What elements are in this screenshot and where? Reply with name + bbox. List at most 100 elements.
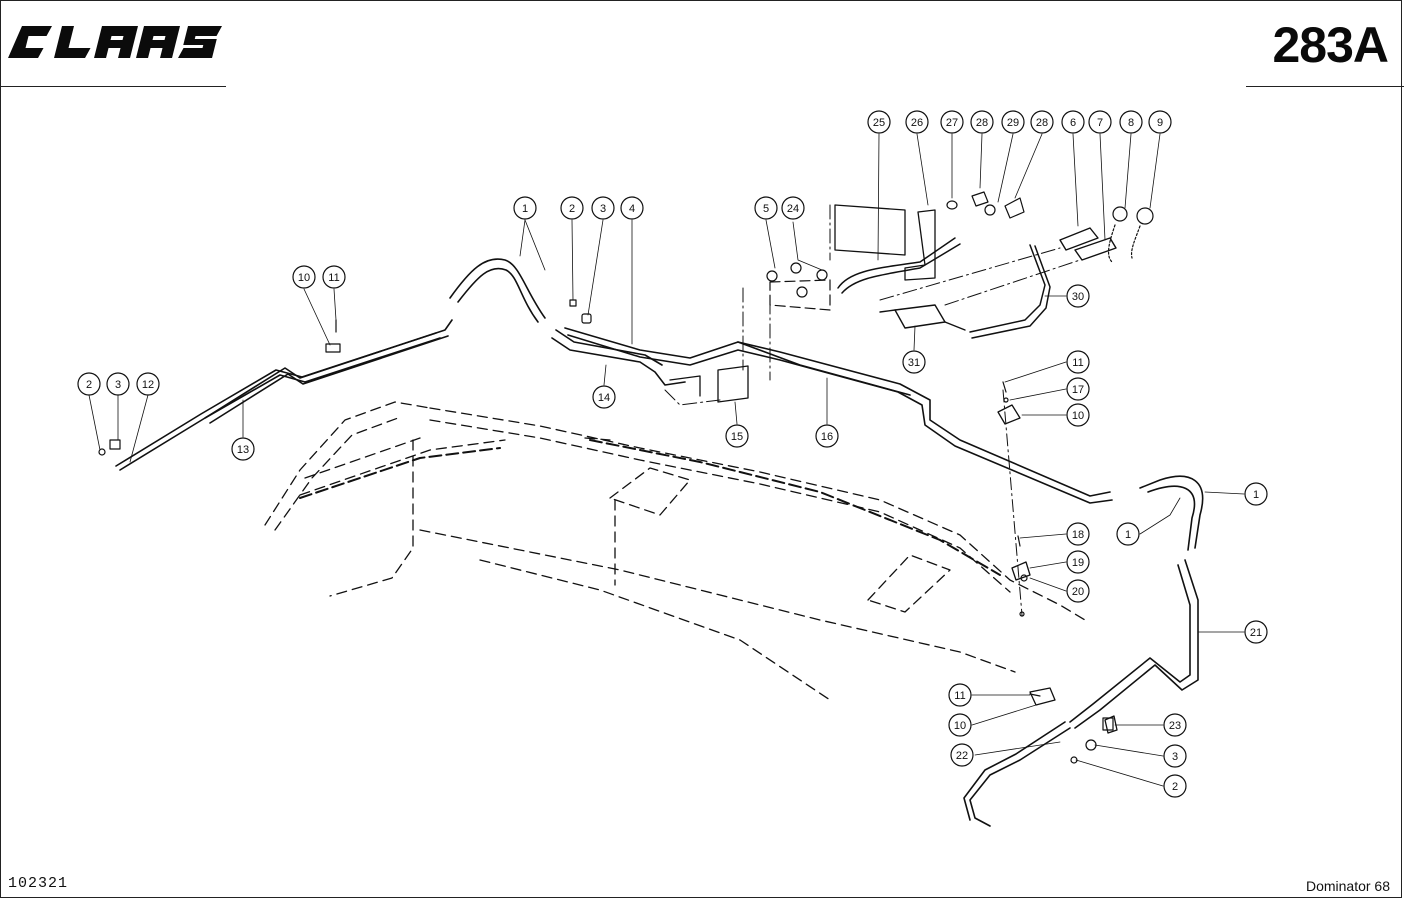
callout-number: 28: [1036, 117, 1048, 129]
part-callout-5: 5: [754, 196, 778, 220]
part-callout-2: 2: [1163, 774, 1187, 798]
callout-circle: [1244, 482, 1268, 506]
callout-number: 2: [569, 203, 575, 215]
callout-circle: [948, 683, 972, 707]
callout-circle: [77, 372, 101, 396]
frame-tube-dashes: [299, 439, 1001, 576]
callout-number: 5: [763, 203, 769, 215]
callout-circle: [592, 385, 616, 409]
callout-number: 6: [1070, 117, 1076, 129]
part-callout-27: 27: [940, 110, 964, 134]
callout-circle: [940, 110, 964, 134]
callout-number: 4: [629, 203, 635, 215]
callout-number: 3: [115, 379, 121, 391]
machine-model: Dominator 68: [1305, 878, 1390, 894]
part-callout-25: 25: [867, 110, 891, 134]
part-callout-10: 10: [948, 713, 972, 737]
callout-number: 7: [1097, 117, 1103, 129]
callout-circle: [1061, 110, 1085, 134]
part-callout-3: 3: [1163, 744, 1187, 768]
callout-circle: [1066, 377, 1090, 401]
callout-number: 16: [821, 431, 833, 443]
callout-circle: [1030, 110, 1054, 134]
part-callout-17: 17: [1066, 377, 1090, 401]
callout-number: 2: [86, 379, 92, 391]
callout-number: 12: [142, 379, 154, 391]
callout-number: 22: [956, 750, 968, 762]
claas-logo: [8, 18, 234, 66]
fastener-axis: [1002, 389, 1023, 616]
part-callout-6: 6: [1061, 110, 1085, 134]
hydraulic-line-30: [969, 244, 1051, 339]
part-callout-28: 28: [970, 110, 994, 134]
callout-number: 19: [1072, 557, 1084, 569]
callout-circle: [1066, 350, 1090, 374]
part-callout-7: 7: [1088, 110, 1112, 134]
callout-circle: [1116, 522, 1140, 546]
callout-number: 20: [1072, 586, 1084, 598]
callout-number: 3: [1172, 751, 1178, 763]
callout-number: 14: [598, 392, 610, 404]
part-callout-3: 3: [106, 372, 130, 396]
callout-circle: [1066, 403, 1090, 427]
callout-number: 11: [328, 272, 339, 284]
callout-circle: [970, 110, 994, 134]
bracket-15: [669, 365, 749, 403]
callout-circle: [1001, 110, 1025, 134]
fittings-27-28-29: [946, 191, 1025, 219]
callout-circle: [560, 196, 584, 220]
callout-number: 27: [946, 117, 958, 129]
callout-number: 23: [1169, 720, 1181, 732]
callout-number: 10: [1072, 410, 1084, 422]
hose-1-right: [1139, 475, 1204, 551]
callout-circle: [1163, 774, 1187, 798]
callout-circle: [322, 265, 346, 289]
callout-number: 8: [1128, 117, 1134, 129]
part-callout-15: 15: [725, 424, 749, 448]
callout-number: 21: [1250, 627, 1262, 639]
valve-31: [879, 304, 966, 331]
part-callout-24: 24: [781, 196, 805, 220]
callout-number: 11: [1072, 357, 1083, 369]
part-callout-31: 31: [902, 350, 926, 374]
part-callout-10: 10: [1066, 403, 1090, 427]
part-callout-19: 19: [1066, 550, 1090, 574]
part-callout-1: 1: [513, 196, 537, 220]
bracket-15-dashdot: [664, 287, 771, 406]
callout-circle: [867, 110, 891, 134]
callout-number: 29: [1007, 117, 1019, 129]
callout-circle: [1163, 744, 1187, 768]
hydraulic-line-13: [204, 319, 453, 424]
part-callout-18: 18: [1066, 522, 1090, 546]
callout-number: 15: [731, 431, 743, 443]
part-callout-16: 16: [815, 424, 839, 448]
callout-number: 10: [298, 272, 310, 284]
callout-circle: [754, 196, 778, 220]
callout-circle: [1163, 713, 1187, 737]
hydraulic-line-25: [837, 237, 961, 294]
callout-number: 10: [954, 720, 966, 732]
callout-circle: [292, 265, 316, 289]
callout-number: 1: [522, 203, 528, 215]
callout-circle: [905, 110, 929, 134]
callout-circle: [1066, 284, 1090, 308]
callout-circle: [513, 196, 537, 220]
dust-caps-8-9: [1107, 206, 1154, 263]
callout-circle: [1088, 110, 1112, 134]
hydraulic-line-21: [1069, 559, 1199, 729]
callout-circle: [950, 743, 974, 767]
part-callout-23: 23: [1163, 713, 1187, 737]
callout-circle: [136, 372, 160, 396]
callout-circle: [1148, 110, 1172, 134]
small-hardware: [98, 299, 1114, 764]
part-callout-29: 29: [1001, 110, 1025, 134]
part-callout-10: 10: [292, 265, 316, 289]
callout-number: 2: [1172, 781, 1178, 793]
part-callout-8: 8: [1119, 110, 1143, 134]
callout-circle: [781, 196, 805, 220]
plate-dashdot: [829, 204, 1081, 306]
part-callout-22: 22: [950, 743, 974, 767]
callout-number: 31: [908, 357, 920, 369]
drawing-number: 102321: [8, 875, 69, 892]
